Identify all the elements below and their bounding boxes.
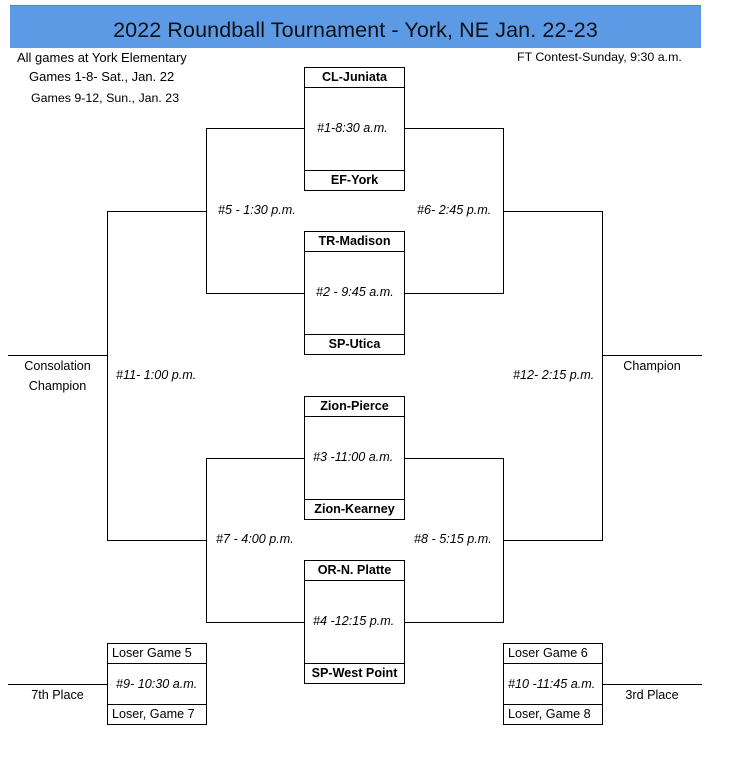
bracket-line (503, 704, 603, 705)
bracket-line (503, 643, 504, 725)
bracket-line (107, 211, 108, 541)
bracket-line (206, 128, 304, 129)
bracket-line (206, 128, 207, 294)
bracket-line (206, 643, 207, 725)
bracket-line (8, 684, 107, 685)
bracket-line (107, 643, 207, 644)
seventh-place-label: 7th Place (31, 688, 84, 702)
game-6-time: #6- 2:45 p.m. (417, 203, 492, 217)
bracket-line (405, 128, 503, 129)
bracket-line (304, 231, 305, 355)
game-8-time: #8 - 5:15 p.m. (414, 532, 492, 546)
champion-label: Champion (623, 359, 681, 373)
bracket-line (304, 683, 405, 684)
consolation-label-line2: Champion (28, 379, 87, 393)
note-sunday-games: Games 9-12, Sun., Jan. 23 (31, 91, 180, 105)
bracket-line (304, 519, 405, 520)
bracket-line (404, 231, 405, 355)
game-4-time: #4 -12:15 p.m. (313, 614, 395, 628)
bracket-line (304, 190, 405, 191)
bracket-line (206, 458, 207, 623)
bracket-line (304, 560, 405, 561)
game-10-time: #10 -11:45 a.m. (508, 677, 596, 691)
bracket-line (503, 211, 602, 212)
slot-loser-game-8: Loser, Game 8 (508, 707, 591, 721)
bracket-line (404, 67, 405, 191)
bracket-line (8, 355, 107, 356)
team-sp-west-point: SP-West Point (311, 666, 398, 680)
bracket-line (503, 643, 603, 644)
bracket-line (304, 560, 305, 684)
team-sp-utica: SP-Utica (328, 337, 381, 351)
bracket-line (107, 211, 206, 212)
bracket-line (405, 293, 503, 294)
bracket-line (206, 458, 304, 459)
game-12-time: #12- 2:15 p.m. (513, 368, 595, 382)
bracket-line (107, 704, 207, 705)
consolation-champion-label: Consolation Champion (10, 356, 105, 396)
game-3-time: #3 -11:00 a.m. (313, 450, 394, 464)
bracket-line (503, 663, 603, 664)
third-place-label: 3rd Place (625, 688, 679, 702)
note-saturday-games: Games 1-8- Sat., Jan. 22 (29, 69, 175, 84)
bracket-line (304, 67, 305, 191)
bracket-line (107, 643, 108, 725)
game-9-time: #9- 10:30 a.m. (116, 677, 198, 691)
page-title: 2022 Roundball Tournament - York, NE Jan… (113, 18, 598, 42)
team-zion-kearney: Zion-Kearney (314, 502, 395, 516)
bracket-line (107, 724, 207, 725)
team-zion-pierce: Zion-Pierce (320, 399, 389, 413)
bracket-line (602, 211, 603, 541)
slot-loser-game-5: Loser Game 5 (112, 646, 192, 660)
bracket-line (404, 396, 405, 520)
bracket-line (304, 334, 405, 335)
game-7-time: #7 - 4:00 p.m. (216, 532, 294, 546)
bracket-line (206, 293, 304, 294)
bracket-line (503, 724, 603, 725)
bracket-line (405, 458, 503, 459)
bracket-line (304, 354, 405, 355)
bracket-line (602, 355, 702, 356)
note-location: All games at York Elementary (17, 50, 187, 65)
slot-loser-game-7: Loser, Game 7 (112, 707, 195, 721)
bracket-line (304, 231, 405, 232)
team-or-n-platte: OR-N. Platte (317, 563, 392, 577)
bracket-line (304, 663, 405, 664)
game-11-time: #11- 1:00 p.m. (116, 368, 197, 382)
bracket-line (304, 396, 305, 520)
team-cl-juniata: CL-Juniata (321, 70, 388, 84)
bracket-line (304, 416, 405, 417)
bracket-line (304, 251, 405, 252)
bracket-line (304, 170, 405, 171)
game-2-time: #2 - 9:45 a.m. (316, 285, 394, 299)
bracket-line (602, 684, 702, 685)
team-ef-york: EF-York (330, 173, 379, 187)
bracket-line (304, 580, 405, 581)
game-5-time: #5 - 1:30 p.m. (218, 203, 296, 217)
bracket-line (405, 622, 503, 623)
slot-loser-game-6: Loser Game 6 (508, 646, 588, 660)
bracket-line (503, 540, 602, 541)
bracket-line (304, 499, 405, 500)
bracket-line (304, 87, 405, 88)
bracket-line (304, 396, 405, 397)
title-bar: 2022 Roundball Tournament - York, NE Jan… (10, 5, 701, 48)
game-1-time: #1-8:30 a.m. (317, 121, 388, 135)
team-tr-madison: TR-Madison (318, 234, 391, 248)
bracket-line (107, 540, 206, 541)
note-ft-contest: FT Contest-Sunday, 9:30 a.m. (517, 50, 682, 64)
bracket-line (304, 67, 405, 68)
consolation-label-line1: Consolation (24, 359, 91, 373)
bracket-line (107, 663, 207, 664)
bracket-line (404, 560, 405, 684)
bracket-line (206, 622, 304, 623)
